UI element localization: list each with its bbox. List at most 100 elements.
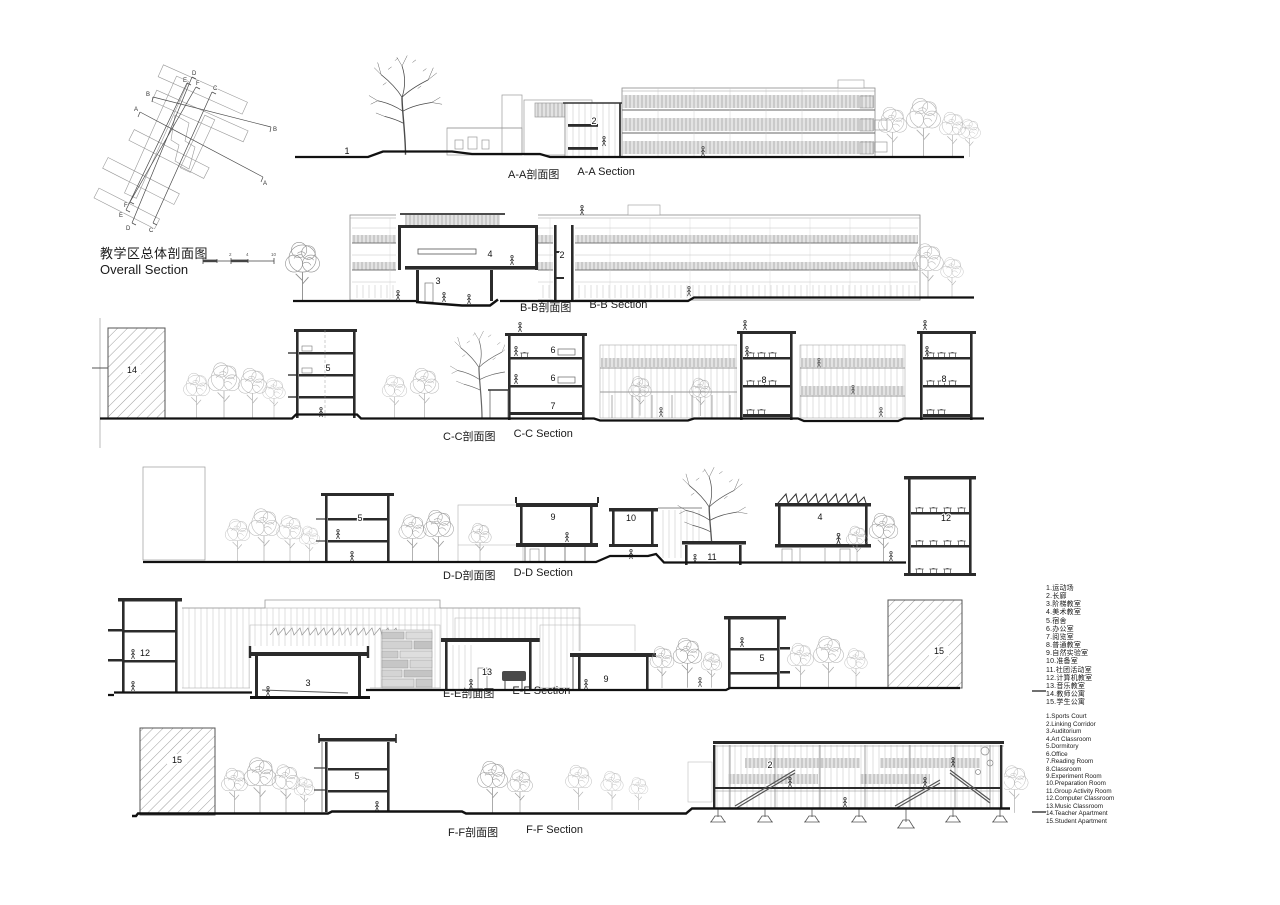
key-plan: D E F C B A B A F E D C	[93, 64, 278, 235]
scale-tick: 4	[246, 252, 249, 257]
section-cc-drawing: 14 5 6 6 7 8 8	[92, 318, 984, 448]
room-number: 6	[550, 373, 555, 383]
room-number: 15	[934, 646, 944, 656]
room-number: 1	[344, 146, 349, 156]
marker-a-right: A	[263, 181, 267, 187]
section-label-aa: A-A剖面图 A-A Section	[508, 166, 635, 182]
section-label-zh: C-C剖面图	[443, 431, 496, 443]
marker-b-right: B	[273, 127, 277, 133]
section-label-ee: E-E剖面图 E-E Section	[443, 685, 570, 701]
key-plan-markers: D E F C B A B A F E D C	[118, 70, 277, 234]
legend-item: 4.Art Classroom	[1046, 735, 1092, 743]
room-number: 5	[325, 363, 330, 373]
legend-item: 14.教师公寓	[1046, 691, 1086, 699]
building-15-block	[139, 727, 216, 816]
room-number: 12	[941, 513, 951, 523]
marker-d-top: D	[192, 71, 197, 77]
room-number: 10	[626, 513, 636, 523]
section-label-zh: A-A剖面图	[508, 169, 560, 181]
sheet-title-zh: 教学区总体剖面图	[100, 246, 209, 261]
legend-item: 14.Teacher Apartment	[1046, 810, 1108, 818]
room-number: 15	[172, 755, 182, 765]
legend-item: 9.自然实验室	[1046, 650, 1089, 658]
marker-f-bottom: F	[124, 203, 128, 209]
legend-item: 9.Experiment Room	[1046, 772, 1102, 780]
marker-d-bottom: D	[126, 226, 131, 232]
scale-bar: 0 2 4 10	[202, 252, 277, 264]
section-label-en: B-B Section	[589, 299, 648, 311]
legend-item: 2.Linking Corridor	[1046, 720, 1096, 728]
marker-f-top: F	[196, 81, 200, 87]
room-number: 4	[817, 512, 822, 522]
room-number: 9	[550, 512, 555, 522]
marker-c-bottom: C	[149, 228, 154, 234]
marker-c-top: C	[213, 86, 218, 92]
scale-tick: 10	[271, 252, 277, 257]
room-number: 5	[759, 653, 764, 663]
legend-item: 7.阅览室	[1046, 633, 1074, 641]
section-ff-drawing: 15 5 2	[132, 727, 1046, 829]
scale-tick: 2	[229, 252, 232, 257]
ground-line	[293, 296, 974, 303]
section-label-ff: F-F剖面图 F-F Section	[448, 824, 583, 840]
section-label-zh: D-D剖面图	[443, 570, 496, 582]
scale-tick: 0	[202, 252, 205, 257]
legend-item: 11.Group Activity Room	[1046, 787, 1112, 795]
legend-item: 1.Sports Court	[1046, 713, 1087, 721]
legend-item: 2.长廊	[1046, 593, 1067, 601]
marker-b-left: B	[146, 92, 150, 98]
legend: 1.运动场 2.长廊 3.阶梯教室 4.美术教室 5.宿舍 6.办公室 7.阅览…	[1046, 585, 1206, 825]
room-number: 9	[603, 674, 608, 684]
section-label-en: E-E Section	[512, 685, 571, 697]
marker-e-bottom: E	[119, 213, 123, 219]
legend-item: 10.Preparation Room	[1046, 780, 1106, 788]
legend-item: 12.计算机教室	[1046, 674, 1093, 682]
legend-item: 5.宿舍	[1046, 617, 1067, 625]
section-label-bb: B-B剖面图 B-B Section	[520, 299, 647, 315]
section-label-zh: E-E剖面图	[443, 688, 495, 700]
ground-line	[143, 552, 906, 564]
legend-item: 1.运动场	[1046, 585, 1074, 592]
sheet-title-en: Overall Section	[100, 261, 189, 277]
legend-item: 15.Student Apartment	[1046, 817, 1107, 825]
legend-item: 6.Office	[1046, 750, 1068, 758]
section-label-en: F-F Section	[526, 824, 583, 836]
room-number: 6	[550, 345, 555, 355]
room-number: 2	[559, 250, 564, 260]
room-number: 2	[591, 116, 596, 126]
legend-item: 10.准备室	[1046, 658, 1078, 666]
section-label-zh: F-F剖面图	[448, 827, 499, 839]
section-aa-drawing: 1 2	[295, 54, 981, 159]
section-ee-drawing: 12 3 13 9 5 15	[108, 598, 1046, 699]
legend-item: 11.社团活动室	[1046, 666, 1092, 674]
section-label-dd: D-D剖面图 D-D Section	[443, 567, 573, 583]
legend-en-list: 1.Sports Court 2.Linking Corridor 3.Audi…	[1046, 713, 1206, 825]
section-bb-drawing: 4 2 3	[285, 204, 974, 307]
room-number: 11	[707, 552, 716, 562]
room-number: 5	[354, 771, 359, 781]
room-number: 8	[941, 374, 946, 384]
legend-item: 5.Dormitory	[1046, 743, 1079, 751]
tree-icon	[368, 54, 443, 155]
legend-zh-list: 1.运动场 2.长廊 3.阶梯教室 4.美术教室 5.宿舍 6.办公室 7.阅览…	[1046, 585, 1206, 707]
legend-item: 6.办公室	[1046, 625, 1074, 633]
ground-line	[100, 413, 984, 423]
legend-item: 7.Reading Room	[1046, 758, 1094, 766]
legend-item: 4.美术教室	[1046, 609, 1082, 617]
room-number: 5	[357, 513, 362, 523]
legend-item: 3.Auditorium	[1046, 728, 1082, 736]
legend-item: 15.学生公寓	[1046, 699, 1086, 707]
room-number: 2	[767, 760, 772, 770]
legend-item: 12.Computer Classroom	[1046, 795, 1115, 803]
legend-item: 8.Classroom	[1046, 765, 1082, 773]
section-label-en: A-A Section	[577, 166, 635, 178]
section-label-cc: C-C剖面图 C-C Section	[443, 428, 573, 444]
footings	[710, 808, 1008, 829]
ground-line	[108, 686, 960, 697]
ground-line	[132, 807, 1010, 818]
room-number: 14	[127, 365, 137, 375]
section-label-en: C-C Section	[513, 428, 573, 440]
legend-item: 3.阶梯教室	[1046, 601, 1082, 609]
